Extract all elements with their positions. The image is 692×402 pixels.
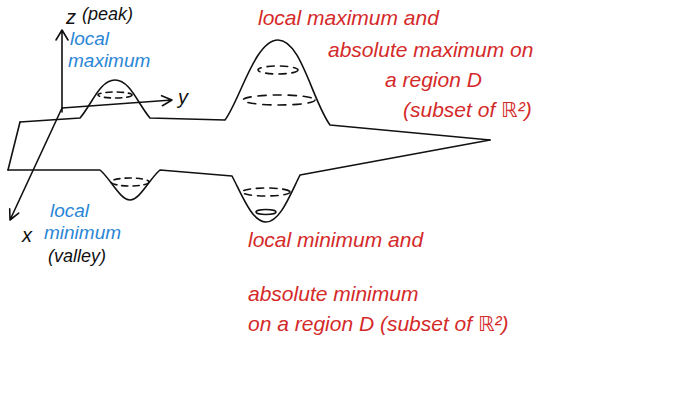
extremum-label: local maximum: [68, 28, 151, 72]
extremum-label: local minimum and absolute minimum on a …: [248, 228, 509, 337]
text-line: local: [70, 28, 109, 50]
sheet-left-edge: [8, 122, 20, 170]
text-line: (peak): [82, 4, 133, 25]
contour: [258, 66, 298, 74]
text-line: local minimum and: [248, 228, 423, 252]
text-line: z: [66, 6, 76, 29]
text-line: maximum: [68, 50, 150, 72]
axis-label: z: [66, 6, 76, 29]
text-line: local maximum and: [258, 6, 439, 30]
contour: [256, 210, 276, 215]
extremum-label: local maximum and absolute maximum on a …: [258, 6, 534, 123]
z-axis: [56, 30, 68, 112]
text-line: minimum: [44, 222, 121, 244]
sheet-front-edge: [8, 140, 490, 222]
extremum-label: local minimum: [44, 200, 122, 244]
axis-label: y: [178, 86, 188, 109]
contour: [98, 92, 132, 98]
note-text: (valley): [48, 246, 107, 267]
y-axis: [62, 96, 172, 108]
note-text: (peak): [82, 4, 134, 25]
text-line: absolute minimum: [248, 282, 418, 306]
text-line: x: [22, 224, 32, 247]
text-line: (valley): [48, 246, 106, 267]
text-line: absolute maximum on: [328, 38, 533, 62]
text-line: (subset of ℝ²): [403, 98, 532, 122]
axis-label: x: [22, 224, 32, 247]
text-line: a region D: [385, 68, 482, 92]
contour: [242, 188, 290, 196]
text-line: y: [178, 86, 188, 109]
contour: [243, 95, 315, 105]
text-line: local: [50, 200, 89, 222]
text-line: on a region D (subset of ℝ²): [248, 312, 509, 336]
contour: [111, 178, 149, 186]
